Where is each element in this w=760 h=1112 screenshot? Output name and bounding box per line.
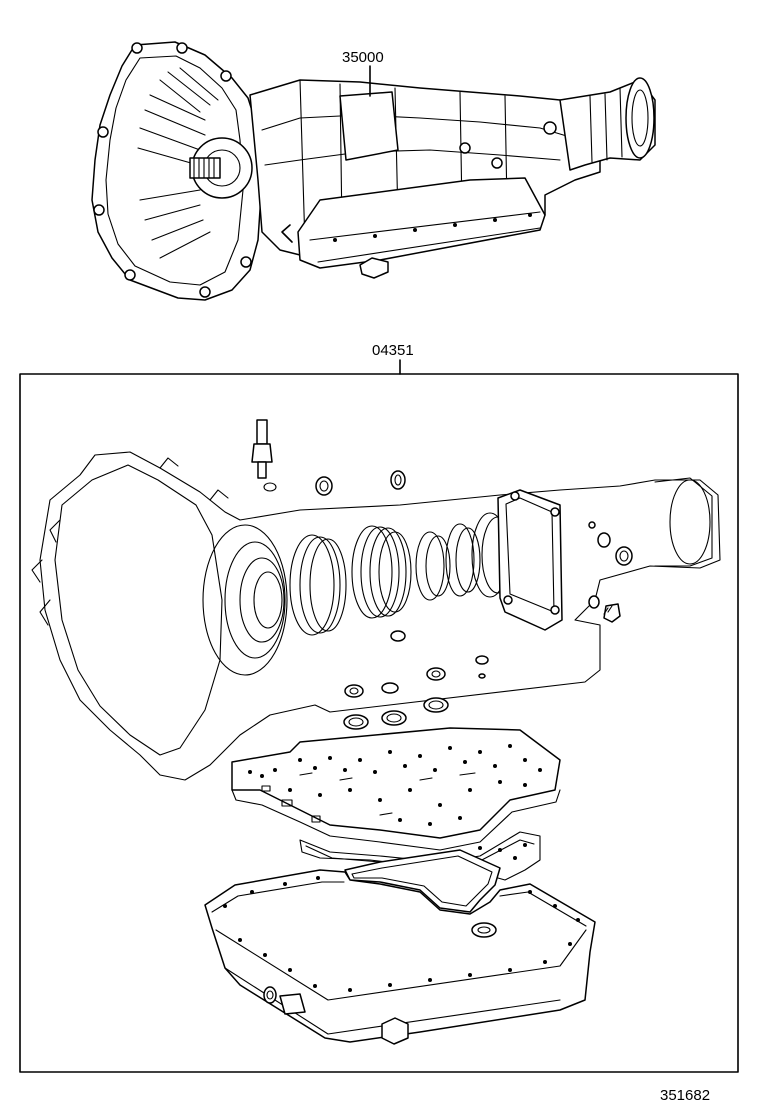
part-number-04351: 04351 <box>372 342 414 359</box>
separator-plate-holes <box>248 744 542 826</box>
illustration-number: 351682 <box>660 1087 710 1104</box>
oil-pan-bolt-holes <box>223 876 580 992</box>
part-number-35000: 35000 <box>342 49 384 66</box>
gasket-kit-drawing <box>31 419 721 1045</box>
gasket-kit-frame <box>19 373 739 1073</box>
transmission-assembly-drawing <box>91 41 656 301</box>
